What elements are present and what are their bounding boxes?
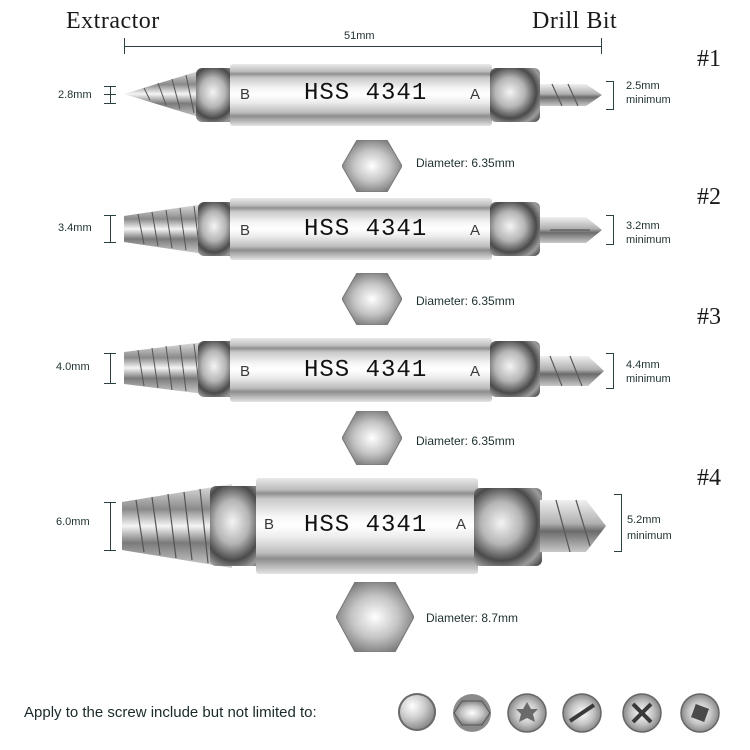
extractor-cone-3 xyxy=(124,342,204,394)
dim-bot-2a xyxy=(104,242,116,243)
diameter-value-1: 6.35mm xyxy=(471,156,515,170)
square-drive-head-icon xyxy=(680,693,720,733)
dim-bot-3a xyxy=(104,383,116,384)
drill-note-1: minimum xyxy=(626,94,671,106)
diameter-label-3: Diameter: 6.35mm xyxy=(416,434,515,448)
length-tick-right xyxy=(601,38,602,54)
diameter-value-3: 6.35mm xyxy=(471,434,515,448)
drill-size-3: 4.4mm xyxy=(626,359,660,371)
length-tick-left xyxy=(124,38,125,54)
dim-top-4b xyxy=(614,494,622,495)
drill-bit-title: Drill Bit xyxy=(532,8,618,34)
end-label-b-2: B xyxy=(240,222,251,239)
hex-shank-2: B HSS 4341 A xyxy=(230,198,492,260)
dim-bar-2b xyxy=(613,215,614,245)
dim-bot-4a xyxy=(104,550,116,551)
dim-bar-3a xyxy=(110,353,111,383)
extractor-size-1: 2.8mm xyxy=(58,89,92,101)
drill-size-4: 5.2mm xyxy=(627,514,661,526)
hex-shank-3: B HSS 4341 A xyxy=(230,338,492,402)
diameter-prefix-1: Diameter: xyxy=(416,156,469,170)
drill-size-1: 2.5mm xyxy=(626,80,660,92)
diameter-value-2: 6.35mm xyxy=(471,294,515,308)
dim-bot-4b xyxy=(614,551,622,552)
dim-bot-3b xyxy=(606,388,614,389)
dim-bar-2a xyxy=(110,215,111,242)
torx-head-icon xyxy=(507,693,547,733)
end-label-a-1: A xyxy=(470,86,481,103)
hex-head-icon xyxy=(453,694,491,732)
collar-a-1 xyxy=(490,68,540,122)
drill-tip-2 xyxy=(540,217,602,243)
slotted-head-icon xyxy=(562,693,602,733)
end-label-a-2: A xyxy=(470,222,481,239)
diameter-prefix-3: Diameter: xyxy=(416,434,469,448)
hex-shank-end-3 xyxy=(342,411,402,465)
diameter-label-4: Diameter: 8.7mm xyxy=(426,611,518,625)
dim-bar-1a xyxy=(110,86,111,103)
length-dimension-line xyxy=(124,46,602,47)
stamp-1: HSS 4341 xyxy=(304,80,428,107)
stamp-3: HSS 4341 xyxy=(304,357,428,384)
extractor-title: Extractor xyxy=(66,8,160,34)
extractor-size-3: 4.0mm xyxy=(56,361,90,373)
dim-bar-4b xyxy=(621,494,622,552)
length-label: 51mm xyxy=(344,30,375,42)
end-label-a-3: A xyxy=(470,363,481,380)
diameter-value-4: 8.7mm xyxy=(481,611,519,625)
collar-a-3 xyxy=(490,341,540,397)
bit-number-1: #1 xyxy=(697,46,721,72)
dim-bar-4a xyxy=(110,502,111,550)
dim-bot-1b xyxy=(606,109,614,110)
dim-top-1a xyxy=(104,86,116,87)
dim-top-1b xyxy=(606,81,614,82)
dim-bot-2b xyxy=(606,244,614,245)
extractor-cone-4 xyxy=(122,484,232,568)
hex-shank-4: B HSS 4341 A xyxy=(256,478,478,574)
phillips-head-icon xyxy=(622,693,662,733)
dim-bar-1b xyxy=(613,81,614,110)
collar-a-2 xyxy=(490,202,540,256)
end-label-b-1: B xyxy=(240,86,251,103)
drill-note-4: minimum xyxy=(627,530,672,542)
end-label-b-3: B xyxy=(240,363,251,380)
extractor-cone-2 xyxy=(124,204,204,254)
hex-shank-end-1 xyxy=(342,140,402,192)
hex-shank-1: B HSS 4341 A xyxy=(230,64,492,126)
drill-tip-3 xyxy=(540,355,604,387)
footer-text: Apply to the screw include but not limit… xyxy=(24,704,317,721)
hex-shank-end-4 xyxy=(336,582,414,652)
bit-number-3: #3 xyxy=(697,304,721,330)
end-label-a-4: A xyxy=(456,516,467,533)
round-head-icon xyxy=(398,693,436,731)
drill-note-2: minimum xyxy=(626,234,671,246)
drill-note-3: minimum xyxy=(626,373,671,385)
diameter-prefix-2: Diameter: xyxy=(416,294,469,308)
drill-tip-1 xyxy=(540,83,602,107)
diameter-label-1: Diameter: 6.35mm xyxy=(416,156,515,170)
extractor-size-4: 6.0mm xyxy=(56,516,90,528)
dim-top-2b xyxy=(606,215,614,216)
hex-shank-end-2 xyxy=(342,273,402,325)
diameter-prefix-4: Diameter: xyxy=(426,611,479,625)
stamp-4: HSS 4341 xyxy=(304,512,428,539)
diameter-label-2: Diameter: 6.35mm xyxy=(416,294,515,308)
end-label-b-4: B xyxy=(264,516,275,533)
bit-number-4: #4 xyxy=(697,465,721,491)
stamp-2: HSS 4341 xyxy=(304,216,428,243)
collar-a-4 xyxy=(474,488,542,566)
bit-number-2: #2 xyxy=(697,184,721,210)
drill-size-2: 3.2mm xyxy=(626,220,660,232)
dim-top-3b xyxy=(606,353,614,354)
extractor-size-2: 3.4mm xyxy=(58,222,92,234)
dim-bot-1a xyxy=(104,103,116,104)
dim-bar-3b xyxy=(613,353,614,389)
extractor-cone-1 xyxy=(124,70,202,118)
drill-tip-4 xyxy=(540,499,606,553)
